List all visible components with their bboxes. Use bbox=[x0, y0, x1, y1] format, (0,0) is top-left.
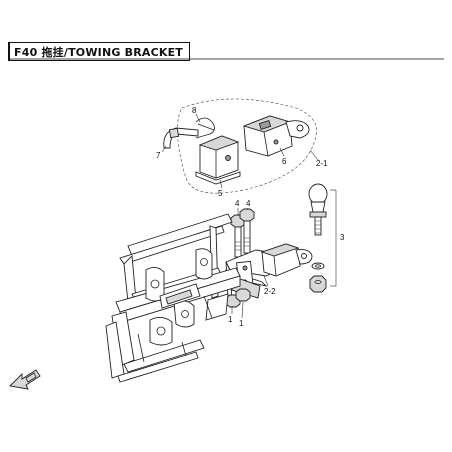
callout-4-right: 4 bbox=[246, 199, 251, 208]
tow-ball-3 bbox=[308, 183, 328, 236]
receiver-bracket-5 bbox=[195, 135, 241, 185]
callout-7: 7 bbox=[156, 151, 161, 160]
callout-8: 8 bbox=[192, 106, 197, 115]
spring-clip-8 bbox=[195, 117, 215, 139]
callout-3: 3 bbox=[340, 233, 345, 242]
vehicle-frame bbox=[105, 213, 241, 383]
bolt-4-right bbox=[239, 208, 255, 254]
bolt-4-left bbox=[230, 214, 246, 258]
callout-1-left: 1 bbox=[228, 315, 233, 324]
callout-leader-3 bbox=[330, 189, 337, 287]
upper-assembly-outline bbox=[177, 98, 317, 194]
callout-5: 5 bbox=[218, 189, 223, 198]
nut-1-right bbox=[235, 288, 251, 302]
receiver-tube-6 bbox=[242, 115, 310, 157]
lock-washer bbox=[311, 262, 325, 270]
callout-4-left: 4 bbox=[235, 199, 240, 208]
hex-nut bbox=[309, 275, 327, 293]
hitch-pin-7 bbox=[163, 127, 199, 149]
front-arrow-icon bbox=[9, 369, 41, 390]
page-title: F40 拖挂/TOWING BRACKET bbox=[14, 45, 183, 59]
callout-2-1: 2-1 bbox=[316, 159, 328, 168]
title-box: F40 拖挂/TOWING BRACKET bbox=[8, 42, 190, 61]
callout-leaders bbox=[161, 113, 319, 319]
callout-2-2: 2-2 bbox=[264, 287, 276, 296]
callout-6: 6 bbox=[282, 157, 287, 166]
callout-1-right: 1 bbox=[239, 319, 244, 328]
